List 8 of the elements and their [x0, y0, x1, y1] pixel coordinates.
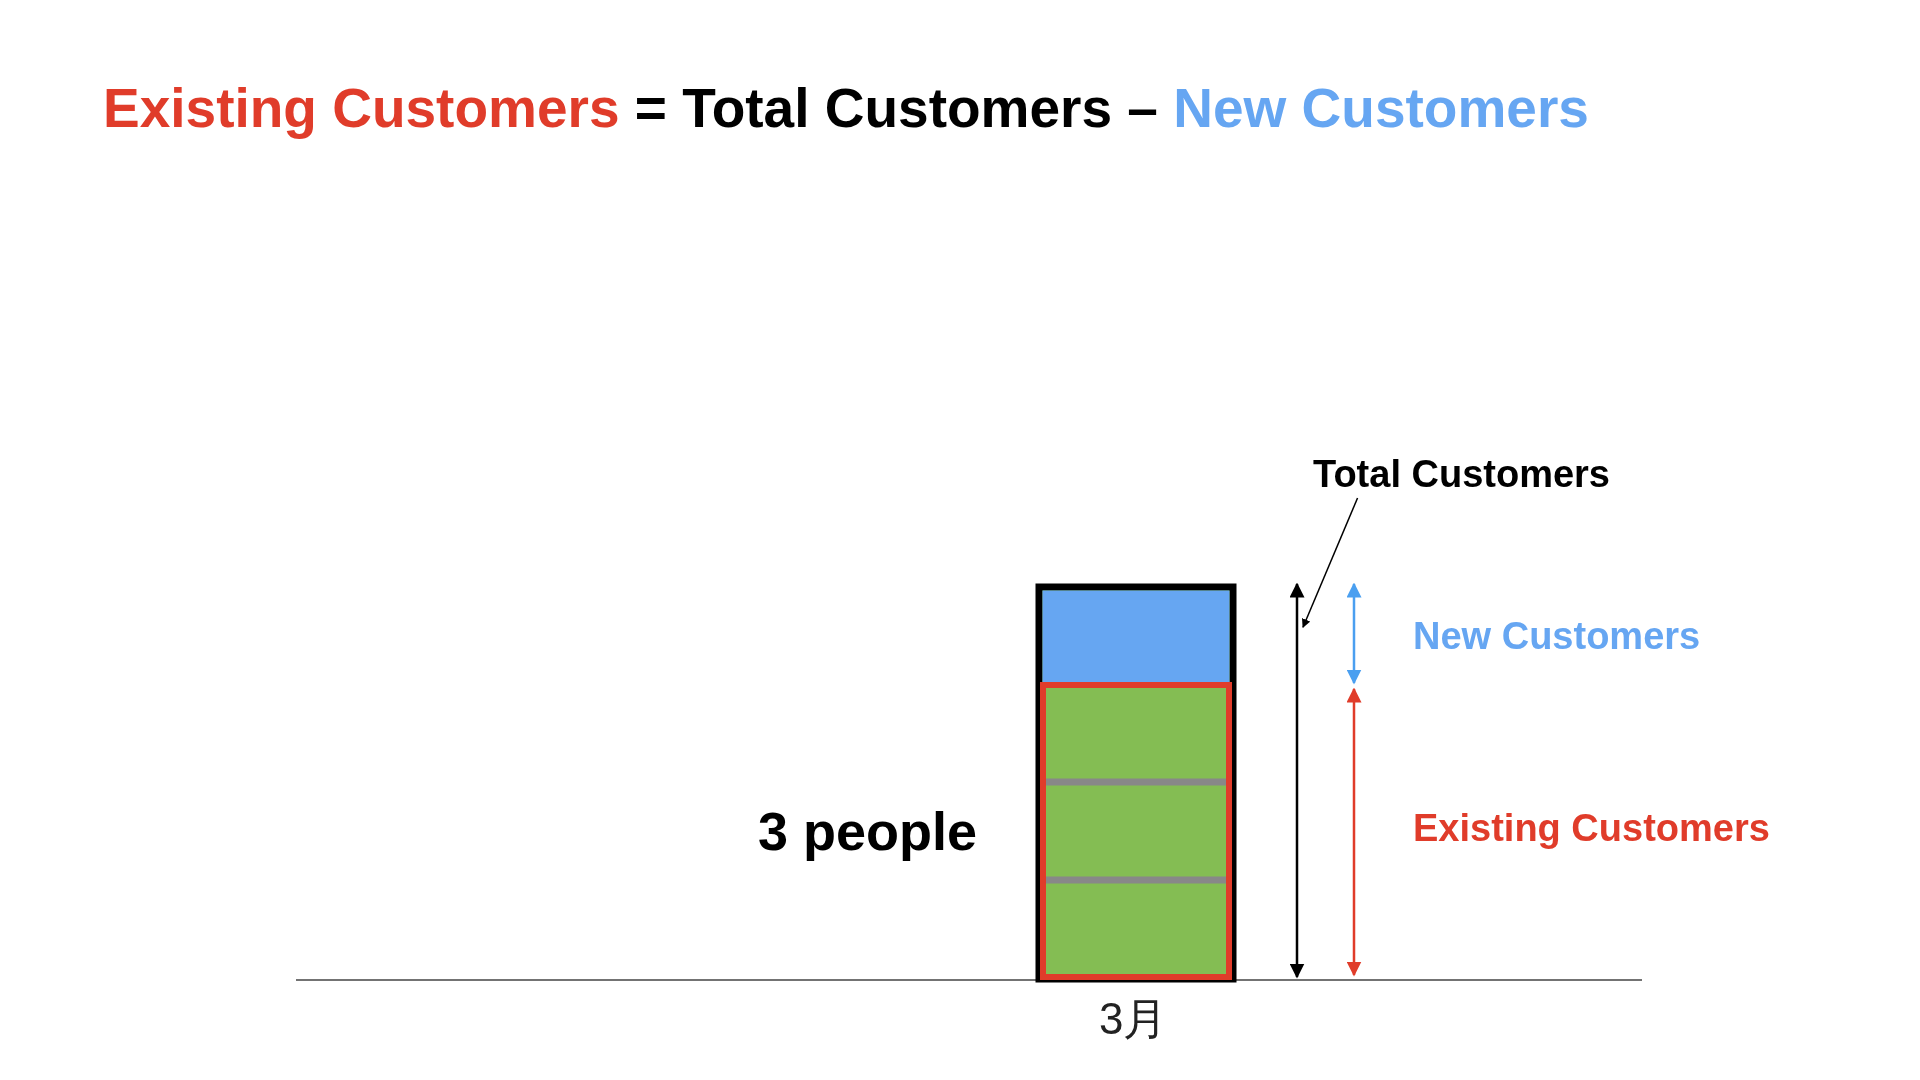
leader-line	[1302, 497, 1359, 629]
dimension-label: New Customers	[1413, 616, 1701, 658]
axis-label: 3月	[1099, 995, 1168, 1044]
dimension-label: Existing Customers	[1413, 808, 1770, 850]
callout-label: Total Customers	[1313, 454, 1610, 496]
title: Existing Customers = Total Customers – New Customers	[103, 78, 1589, 139]
dimension-arrow	[1289, 582, 1305, 979]
count-label: 3 people	[758, 802, 978, 862]
